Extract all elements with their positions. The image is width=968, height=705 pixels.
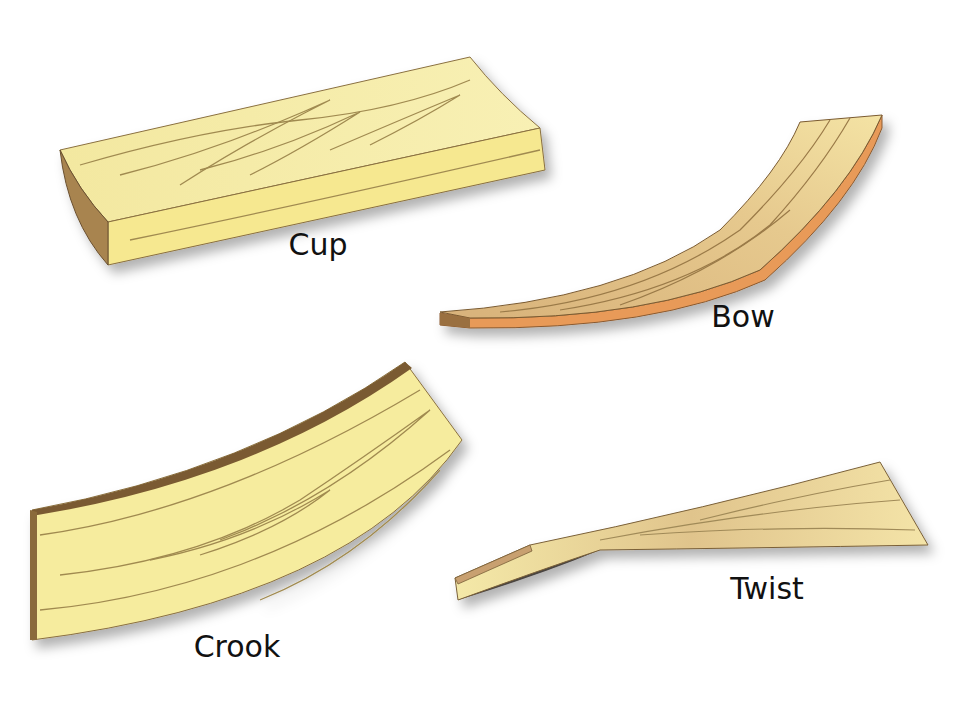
bow-board (440, 115, 882, 328)
warp-label: Crook (194, 629, 281, 665)
crook-board (30, 362, 462, 640)
warp-label: Bow (711, 299, 774, 335)
twist-board (455, 462, 928, 600)
warp-label: Cup (288, 227, 347, 263)
cup-board (60, 57, 545, 265)
warp-label: Twist (730, 571, 804, 607)
